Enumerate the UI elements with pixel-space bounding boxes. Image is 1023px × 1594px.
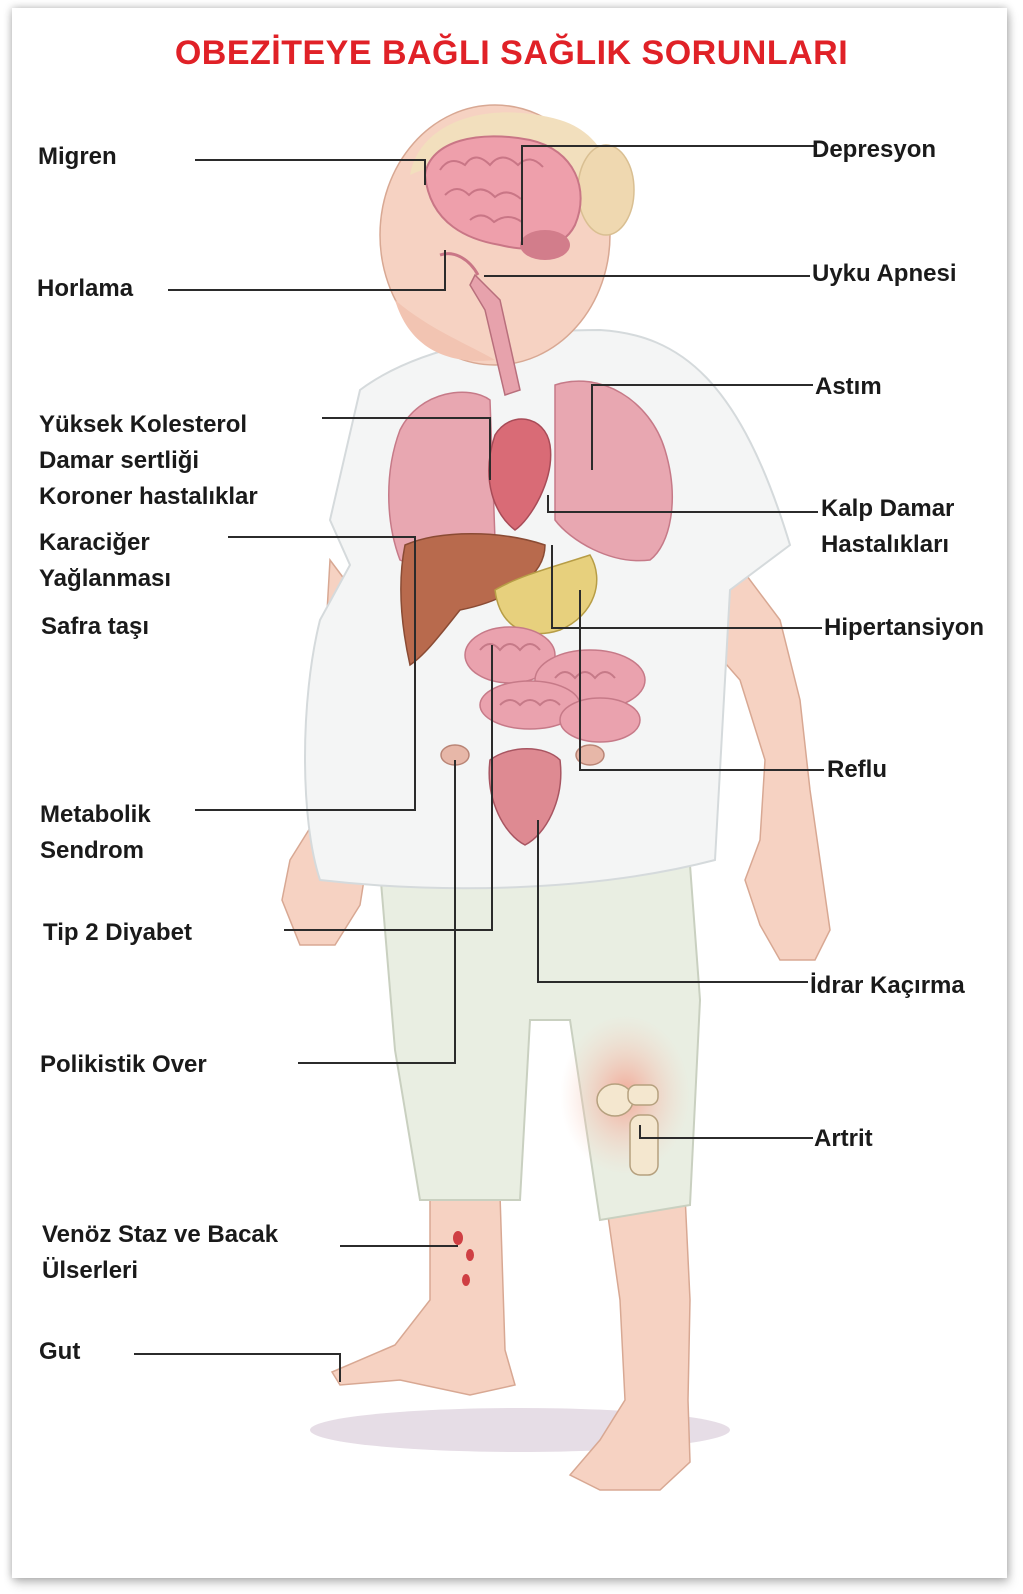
label-hipertansiyon: Hipertansiyon [824, 610, 984, 646]
label-polikistik: Polikistik Over [40, 1047, 207, 1083]
hair-bun [578, 145, 634, 235]
label-gut: Gut [39, 1334, 80, 1370]
label-kalp: Kalp Damar Hastalıkları [821, 491, 954, 563]
label-karaciger: Karaciğer Yağlanması [39, 525, 171, 597]
label-astim: Astım [815, 369, 882, 405]
label-karaciger-line1: Karaciğer [39, 525, 171, 561]
label-kolesterol-line2: Damar sertliği [39, 443, 258, 479]
label-metabolik: Metabolik Sendrom [40, 797, 151, 869]
label-kalp-line2: Hastalıkları [821, 527, 954, 563]
leader-gut [134, 1354, 340, 1382]
label-uyku: Uyku Apnesi [812, 256, 956, 292]
label-horlama: Horlama [37, 271, 133, 307]
label-depresyon: Depresyon [812, 132, 936, 168]
label-kalp-line1: Kalp Damar [821, 491, 954, 527]
label-kolesterol-line1: Yüksek Kolesterol [39, 407, 258, 443]
label-kolesterol-line3: Koroner hastalıklar [39, 479, 258, 515]
label-metabolik-line1: Metabolik [40, 797, 151, 833]
label-artrit: Artrit [814, 1121, 873, 1157]
label-idrar: İdrar Kaçırma [810, 968, 965, 1004]
label-safra: Safra taşı [41, 609, 149, 645]
label-venoz-line1: Venöz Staz ve Bacak [42, 1217, 278, 1253]
page-title: OBEZİTEYE BAĞLI SAĞLIK SORUNLARI [0, 34, 1023, 73]
label-karaciger-line2: Yağlanması [39, 561, 171, 597]
label-reflu: Reflu [827, 752, 887, 788]
label-venoz-line2: Ülserleri [42, 1253, 278, 1289]
label-diyabet: Tip 2 Diyabet [43, 915, 192, 951]
label-migren: Migren [38, 139, 117, 175]
label-kolesterol: Yüksek Kolesterol Damar sertliği Koroner… [39, 407, 258, 515]
label-metabolik-line2: Sendrom [40, 833, 151, 869]
cerebellum [520, 230, 570, 260]
label-venoz: Venöz Staz ve Bacak Ülserleri [42, 1217, 278, 1289]
